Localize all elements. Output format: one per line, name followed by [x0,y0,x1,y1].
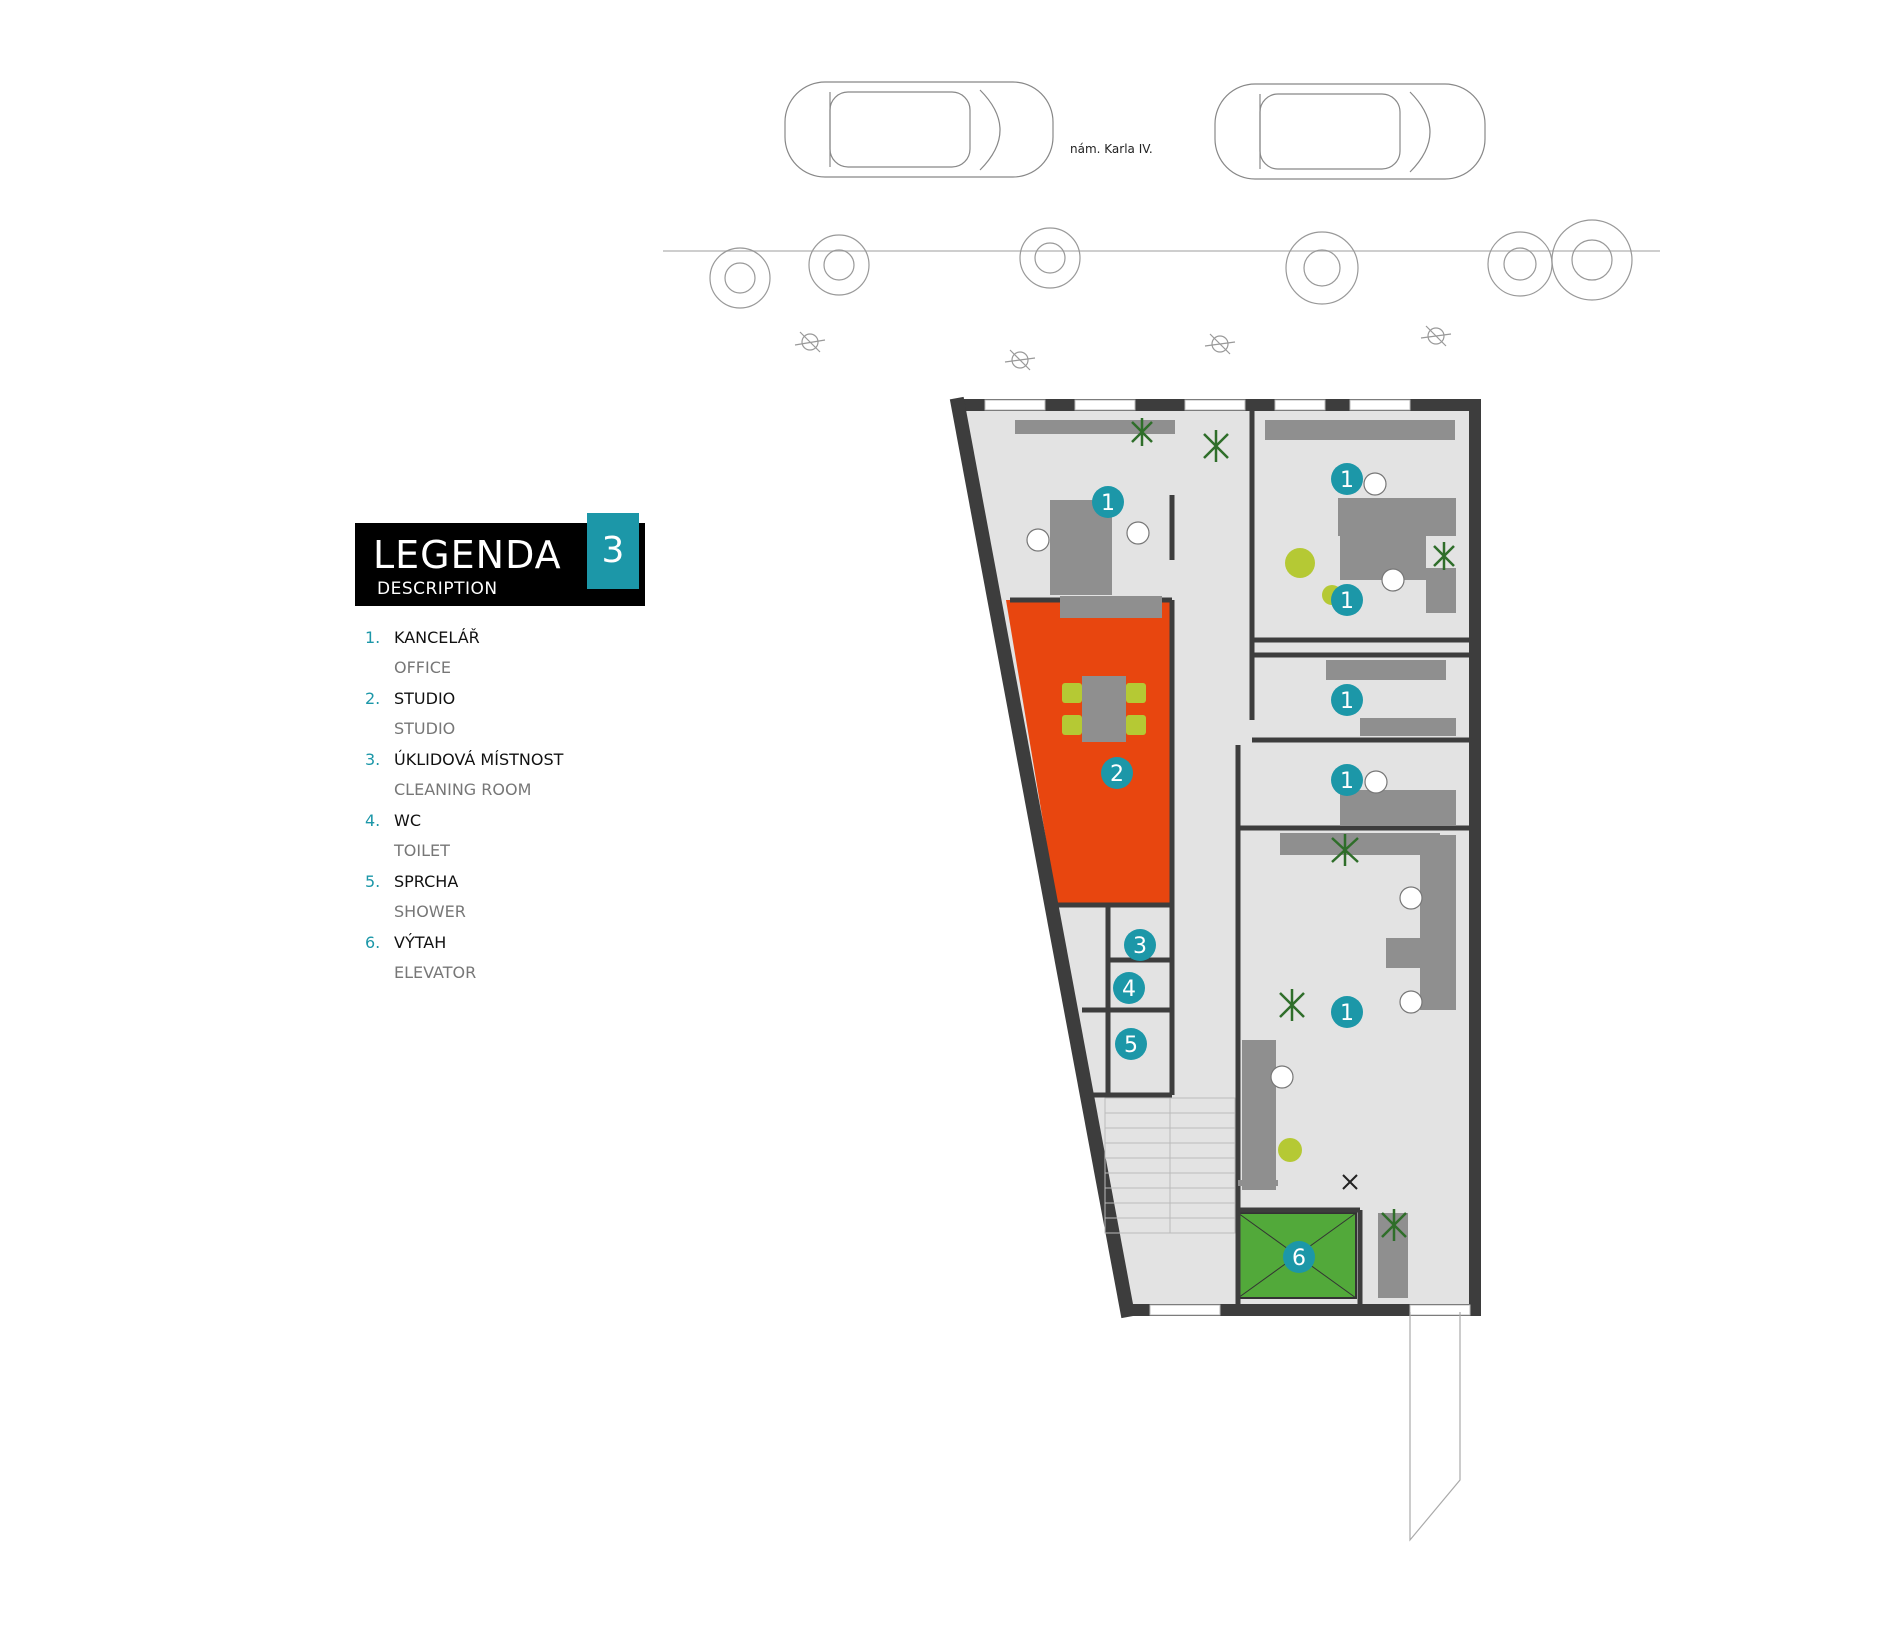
room-marker-label: 1 [1340,689,1354,714]
room-marker-label: 2 [1110,762,1124,787]
legend-item-label-en: STUDIO [394,719,456,738]
legend-item-number: 4. [365,811,381,830]
room-marker-label: 6 [1292,1246,1306,1271]
studio-table [1082,676,1126,742]
room-marker-label: 1 [1340,769,1354,794]
legend-title: LEGENDA [373,533,562,577]
room-marker-office: 1 [1331,463,1363,495]
room-marker-office: 1 [1331,684,1363,716]
room-marker-label: 1 [1340,468,1354,493]
legend-item-label-cz: WC [394,811,421,830]
room-marker-label: 1 [1340,1001,1354,1026]
legend-subtitle: DESCRIPTION [377,579,498,599]
room-marker-toilet: 4 [1113,972,1145,1004]
room-marker-label: 1 [1340,589,1354,614]
legend-item-number: 3. [365,750,381,769]
legend-item-label-cz: STUDIO [394,689,456,708]
room-marker-office: 1 [1331,584,1363,616]
legend-item-label-en: OFFICE [394,658,451,677]
legend-item-label-cz: VÝTAH [394,933,447,952]
room-marker-cleaning: 3 [1124,929,1156,961]
legend-item-label-en: TOILET [394,841,450,860]
person-at-desk-icon [1026,472,1423,1089]
floor-number-badge: 3 [587,513,639,589]
plant-icon [1131,418,1455,1241]
car-icon [1214,83,1486,180]
tree-icon [709,219,1633,309]
pedestrian-icon [794,325,1452,371]
room-marker-shower: 5 [1115,1028,1147,1060]
studio-room [1006,600,1172,905]
furniture [1015,420,1456,1298]
legend-item-label-en: ELEVATOR [394,963,477,982]
legend-item-number: 5. [365,872,381,891]
room-marker-label: 3 [1133,934,1147,959]
legend-item-number: 1. [365,628,381,647]
street-label: nám. Karla IV. [1070,142,1153,156]
room-marker-elevator: 6 [1283,1241,1315,1273]
legend-item-number: 2. [365,689,381,708]
legend-header: LEGENDA DESCRIPTION 3 [355,513,645,606]
room-marker-office: 1 [1331,996,1363,1028]
legend-item-label-en: CLEANING ROOM [394,780,532,799]
cross-mark-icon [1342,1174,1358,1190]
legend-item-label-en: SHOWER [394,902,466,921]
room-markers: 1 1 1 1 1 1 2 3 4 5 6 [1092,463,1363,1273]
car-icon [784,81,1054,178]
room-marker-studio: 2 [1101,757,1133,789]
room-marker-label: 1 [1101,491,1115,516]
room-marker-office: 1 [1331,764,1363,796]
legend-item-label-cz: ÚKLIDOVÁ MÍSTNOST [394,750,564,769]
room-marker-label: 5 [1124,1033,1138,1058]
legend-item-label-cz: KANCELÁŘ [394,628,480,647]
legend-item-number: 6. [365,933,381,952]
stairs [1104,1097,1236,1234]
room-marker-office: 1 [1092,486,1124,518]
legend-item-label-cz: SPRCHA [394,872,459,891]
outdoor-path [1409,1312,1461,1542]
room-marker-label: 4 [1122,977,1136,1002]
